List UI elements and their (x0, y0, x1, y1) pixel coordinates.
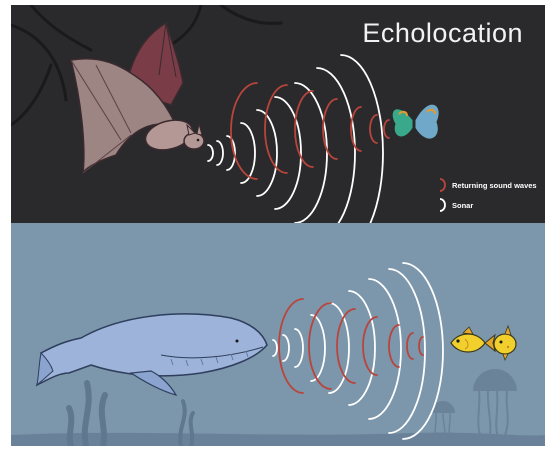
returning-wave (279, 299, 303, 393)
returning-wave (351, 107, 361, 151)
seafloor-decoration (11, 433, 545, 446)
sonar-wave (273, 340, 277, 356)
fish-icon (494, 326, 516, 360)
water-scene (11, 223, 545, 446)
sonar-wave (317, 68, 355, 223)
air-panel: Echolocation Returning sound waves Sonar (11, 5, 545, 223)
returning-wave (389, 325, 399, 367)
sonar-wave (349, 291, 375, 405)
sonar-wave (369, 279, 401, 419)
sonar-wave (217, 141, 223, 165)
returning-wave (384, 120, 389, 138)
legend: Returning sound waves Sonar (437, 175, 537, 215)
returning-wave (419, 337, 423, 355)
fish-icon (451, 327, 495, 352)
sonar-wave (241, 123, 255, 183)
sonar-waves (273, 263, 443, 439)
legend-item-sonar: Sonar (437, 195, 537, 215)
returning-wave-icon (437, 178, 447, 192)
jellyfish-icon (473, 369, 517, 443)
returning-wave (407, 333, 413, 359)
echolocation-illustration: Echolocation Returning sound waves Sonar (11, 5, 545, 446)
sonar-wave (257, 110, 277, 196)
sonar-wave (208, 145, 213, 161)
sonar-wave (341, 55, 383, 223)
bat-icon (71, 23, 204, 173)
diagram-title: Echolocation (362, 18, 523, 49)
returning-wave (370, 115, 377, 143)
whale-icon (37, 314, 267, 395)
sonar-wave-icon (437, 198, 447, 212)
butterfly-icon (392, 104, 439, 139)
legend-item-returning: Returning sound waves (437, 175, 537, 195)
sonar-wave (295, 329, 303, 367)
sonar-wave (283, 335, 289, 361)
legend-label-returning: Returning sound waves (452, 181, 537, 190)
legend-label-sonar: Sonar (452, 201, 473, 210)
water-panel (11, 223, 545, 446)
